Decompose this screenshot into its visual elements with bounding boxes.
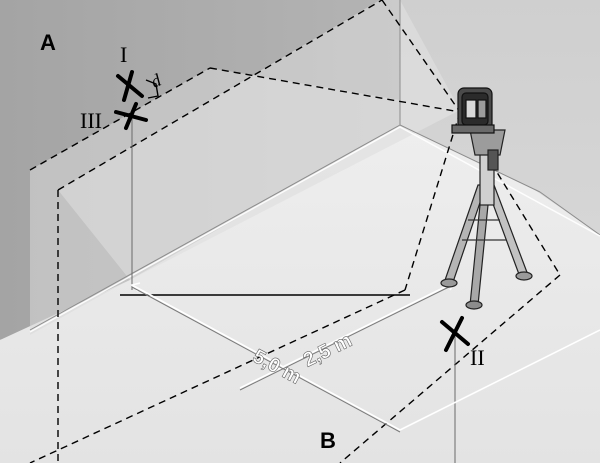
floor-edge-highlight <box>29 126 600 333</box>
panel-label-a: A <box>40 30 56 55</box>
room-edges <box>29 0 600 331</box>
reference-lines <box>131 115 456 463</box>
laser-level-device <box>451 87 495 134</box>
point-label-1: I <box>120 42 127 67</box>
offset-bracket <box>145 79 159 99</box>
point-label-3: III <box>80 108 102 133</box>
mark-point-1 <box>116 70 144 102</box>
mark-point-3 <box>114 102 148 130</box>
laser-plane-left-wall <box>30 68 460 335</box>
back-wall <box>400 0 600 235</box>
point-label-2: II <box>470 345 485 370</box>
dimension-lines-shadow <box>131 283 456 433</box>
position-label-b: B <box>320 428 336 453</box>
laser-plane-back-wall <box>58 0 460 280</box>
tripod <box>440 129 533 310</box>
mark-point-2 <box>440 316 470 352</box>
floor <box>0 125 600 463</box>
laser-lines <box>29 0 561 463</box>
